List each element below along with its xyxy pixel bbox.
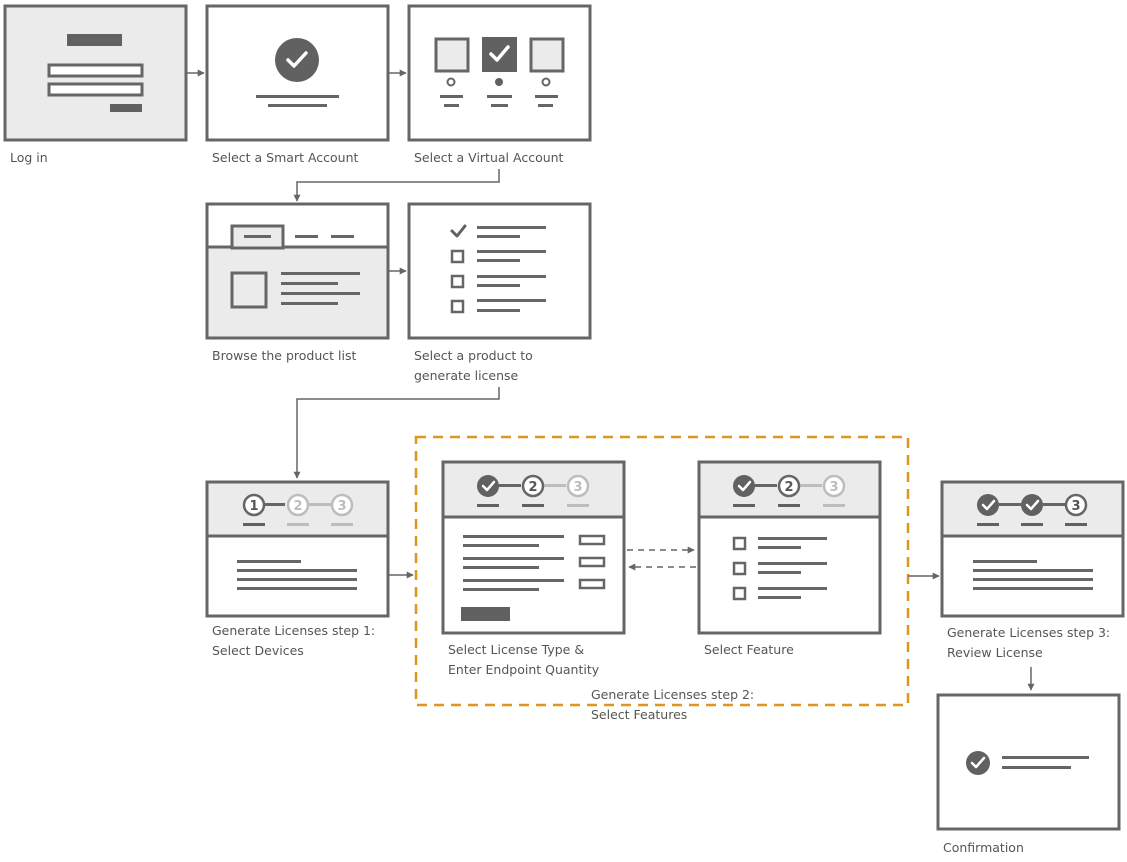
gen-step1-label-1: Generate Licenses step 1: (212, 623, 375, 638)
step-3-active (1064, 493, 1088, 517)
step-2-inactive (286, 493, 310, 517)
check-icon (450, 224, 467, 238)
step-3-inactive (330, 493, 354, 517)
step2-group-label-1: Generate Licenses step 2: (591, 687, 754, 702)
check-icon (981, 499, 996, 511)
step-1-active (242, 493, 266, 517)
confirmation-screen (936, 693, 1121, 831)
confirmation-label: Confirmation (943, 840, 1024, 855)
step-2-active (521, 474, 545, 498)
gen-step1-screen: 1 2 3 (205, 480, 390, 618)
gen-step3-screen: 3 (940, 480, 1125, 618)
check-icon (489, 45, 510, 62)
step-2-active (777, 474, 801, 498)
step-1-done (733, 475, 755, 497)
check-icon (1025, 499, 1040, 511)
gen-step3-label-1: Generate Licenses step 3: (947, 625, 1110, 640)
step-number: 1 (249, 499, 258, 514)
step-number: 3 (829, 480, 838, 495)
select-product-label-2: generate license (414, 368, 519, 383)
step-number: 2 (528, 480, 537, 495)
virtual-account-screen (407, 4, 592, 142)
check-circle-icon (275, 38, 319, 82)
checkbox-icon (732, 536, 747, 551)
step2-group-label-2: Select Features (591, 707, 687, 722)
select-product-screen (407, 202, 592, 340)
checkbox-icon (732, 586, 747, 601)
connectors (187, 69, 1035, 691)
step-number: 3 (573, 480, 582, 495)
step-number: 2 (784, 480, 793, 495)
login-label: Log in (10, 150, 48, 165)
step-number: 3 (1071, 499, 1080, 514)
smart-account-screen (205, 4, 390, 142)
arrow-virtual-to-product-list (293, 169, 500, 202)
check-icon (481, 480, 496, 492)
step-3-inactive (566, 474, 590, 498)
virtual-account-label: Select a Virtual Account (414, 150, 564, 165)
gen-step1-label-2: Select Devices (212, 643, 304, 658)
gen-step3-label-2: Review License (947, 645, 1043, 660)
step-3-inactive (822, 474, 846, 498)
step2-group-border (414, 435, 910, 707)
select-product-label-1: Select a product to (414, 348, 533, 363)
select-feature-label: Select Feature (704, 642, 794, 657)
license-type-label-1: Select License Type & (448, 642, 584, 657)
step-number: 2 (293, 499, 302, 514)
checkbox-icon (450, 249, 465, 264)
checkbox-icon (450, 299, 465, 314)
product-list-label: Browse the product list (212, 348, 356, 363)
step-1-done (977, 494, 999, 516)
product-list-screen (205, 202, 390, 340)
step-2-done (1021, 494, 1043, 516)
smart-account-label: Select a Smart Account (212, 150, 359, 165)
checkbox-icon (450, 274, 465, 289)
arrow-select-to-step1 (293, 387, 500, 479)
check-icon (737, 480, 752, 492)
select-feature-screen: 2 3 (697, 460, 882, 635)
login-screen (3, 4, 188, 142)
license-type-screen: 2 3 (441, 460, 626, 635)
step-number: 3 (337, 499, 346, 514)
step-1-done (477, 475, 499, 497)
checkbox-icon (732, 561, 747, 576)
license-type-label-2: Enter Endpoint Quantity (448, 662, 600, 677)
